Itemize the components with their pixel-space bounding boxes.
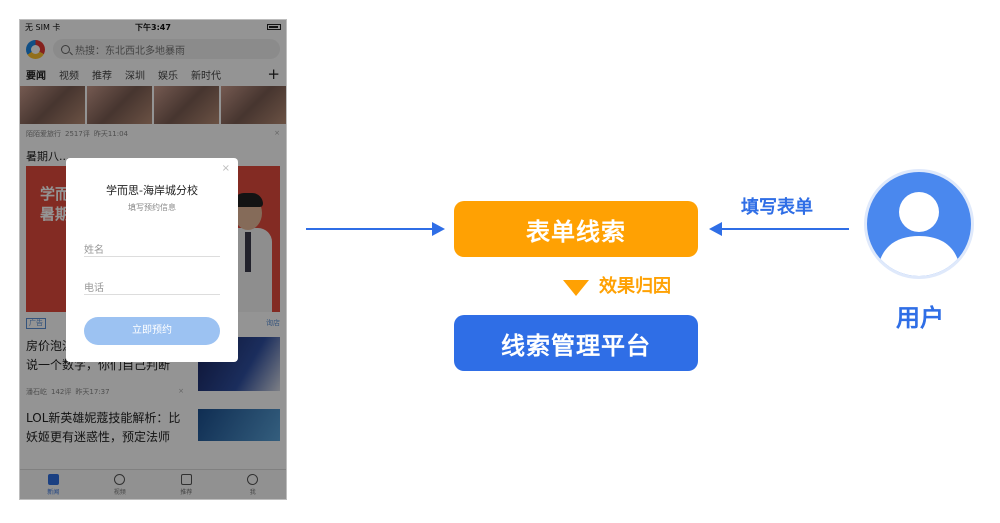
news-meta: 潘石屹 142评 昨天17:37 ×: [20, 387, 190, 397]
down-arrow-icon: [563, 280, 589, 296]
ad-link[interactable]: 询店: [266, 319, 280, 327]
search-input[interactable]: 热搜：东北西北多地暴雨: [53, 39, 280, 59]
play-icon: [114, 473, 126, 485]
clock: 下午3:47: [135, 22, 171, 32]
nav-label: 推荐: [180, 488, 193, 496]
tab-shenzhen[interactable]: 深圳: [125, 70, 145, 82]
name-field[interactable]: 姓名: [84, 219, 220, 257]
app-bar: 热搜：东北西北多地暴雨: [20, 34, 286, 64]
news-time: 昨天17:37: [75, 388, 110, 396]
feed-source: 陌陌爱旅行: [26, 130, 61, 138]
news-item[interactable]: LOL新英雄妮蔻技能解析：比妖姬更有迷惑性，预定法师一...: [20, 397, 286, 449]
modal-subtitle: 填写预约信息: [128, 203, 176, 212]
feed-time: 昨天11:04: [93, 130, 129, 138]
ad-meta: 广告 询店: [20, 315, 286, 331]
teacher-hair: [233, 193, 263, 207]
nav-me[interactable]: 我: [220, 470, 287, 499]
banner-line: 学而: [40, 185, 71, 203]
teacher-tie: [245, 232, 251, 272]
leads-platform-box: 线索管理平台: [454, 315, 698, 371]
feed-thumbnail: [87, 86, 152, 124]
status-icons: [211, 24, 281, 30]
feed-thumbnail: [20, 86, 85, 124]
form-leads-box: 表单线索: [454, 201, 698, 257]
news-icon: [47, 473, 59, 485]
section-title: 暑期八...: [26, 150, 70, 163]
dismiss-icon[interactable]: ×: [274, 129, 280, 137]
nav-recommend[interactable]: 推荐: [153, 470, 220, 499]
ad-badge: 广告: [26, 317, 46, 329]
close-icon[interactable]: ×: [221, 163, 230, 174]
news-comments: 142评: [51, 388, 72, 396]
arrow-phone-to-form: [306, 222, 445, 236]
tab-recommend[interactable]: 推荐: [92, 70, 112, 82]
bottom-nav: 新闻 视频 推荐 我: [20, 469, 286, 499]
feed-meta: 陌陌爱旅行 2517评 昨天11:04 ×: [20, 124, 286, 140]
battery-icon: [267, 24, 281, 30]
check-icon: [180, 473, 192, 485]
banner-line: 暑期: [40, 205, 71, 223]
nav-video[interactable]: 视频: [87, 470, 154, 499]
user-label: 用户: [896, 304, 944, 332]
tab-entertainment[interactable]: 娱乐: [158, 70, 178, 82]
nav-news[interactable]: 新闻: [20, 470, 87, 499]
arrow-user-to-form: [709, 222, 849, 236]
news-thumbnail: [198, 409, 280, 441]
news-source: 潘石屹: [26, 388, 47, 396]
nav-label: 新闻: [47, 488, 60, 496]
submit-booking-button[interactable]: 立即预约: [84, 317, 220, 345]
modal-title: 学而思-海岸城分校: [106, 184, 198, 197]
nav-label: 视频: [113, 488, 126, 496]
feed-image-strip[interactable]: [20, 86, 286, 124]
attribution-label: 效果归因: [599, 276, 671, 297]
booking-form-modal: × 学而思-海岸城分校 填写预约信息 姓名 电话 立即预约: [66, 158, 238, 362]
nav-label: 我: [249, 488, 256, 496]
add-channel-icon[interactable]: +: [267, 64, 280, 83]
feed-thumbnail: [221, 86, 286, 124]
app-logo: [26, 39, 45, 59]
news-title: LOL新英雄妮蔻技能解析：比妖姬更有迷惑性，预定法师一...: [26, 411, 181, 444]
tab-new-era[interactable]: 新时代: [191, 70, 221, 82]
channel-tabs: 要闻 视频 推荐 深圳 娱乐 新时代 +: [20, 64, 286, 84]
carrier-label: 无 SIM 卡: [25, 22, 61, 32]
feed-thumbnail: [154, 86, 219, 124]
search-placeholder: 热搜：东北西北多地暴雨: [75, 45, 185, 57]
feed-comments: 2517评: [65, 130, 90, 138]
phone-screenshot: 无 SIM 卡 下午3:47 热搜：东北西北多地暴雨 要闻 视频 推荐 深圳 娱…: [19, 19, 287, 500]
banner-text: 学而 暑期: [40, 184, 70, 224]
status-bar: 无 SIM 卡 下午3:47: [20, 20, 286, 34]
fill-form-label: 填写表单: [741, 197, 813, 218]
search-icon: [61, 44, 70, 54]
phone-field[interactable]: 电话: [84, 257, 220, 295]
dismiss-icon[interactable]: ×: [178, 387, 184, 395]
smile-icon: [247, 473, 259, 485]
user-avatar-icon: [864, 169, 974, 279]
tab-video[interactable]: 视频: [59, 70, 79, 82]
tab-yaowen[interactable]: 要闻: [26, 70, 46, 82]
